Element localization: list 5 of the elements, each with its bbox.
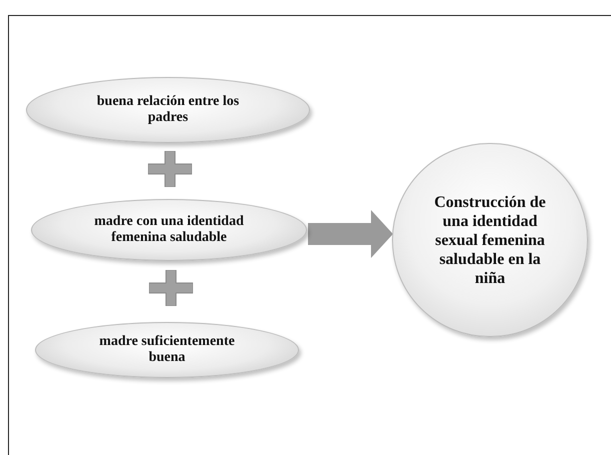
node-label: Construcción de una identidad sexual femenina saludable en la niña: [433, 192, 547, 288]
node-label: buena relación entre los padres: [96, 94, 240, 126]
node-label: madre suficientemente buena: [98, 334, 236, 366]
block-arrow: [308, 210, 393, 258]
node-label: madre con una identidad femenina saludable: [94, 214, 244, 246]
